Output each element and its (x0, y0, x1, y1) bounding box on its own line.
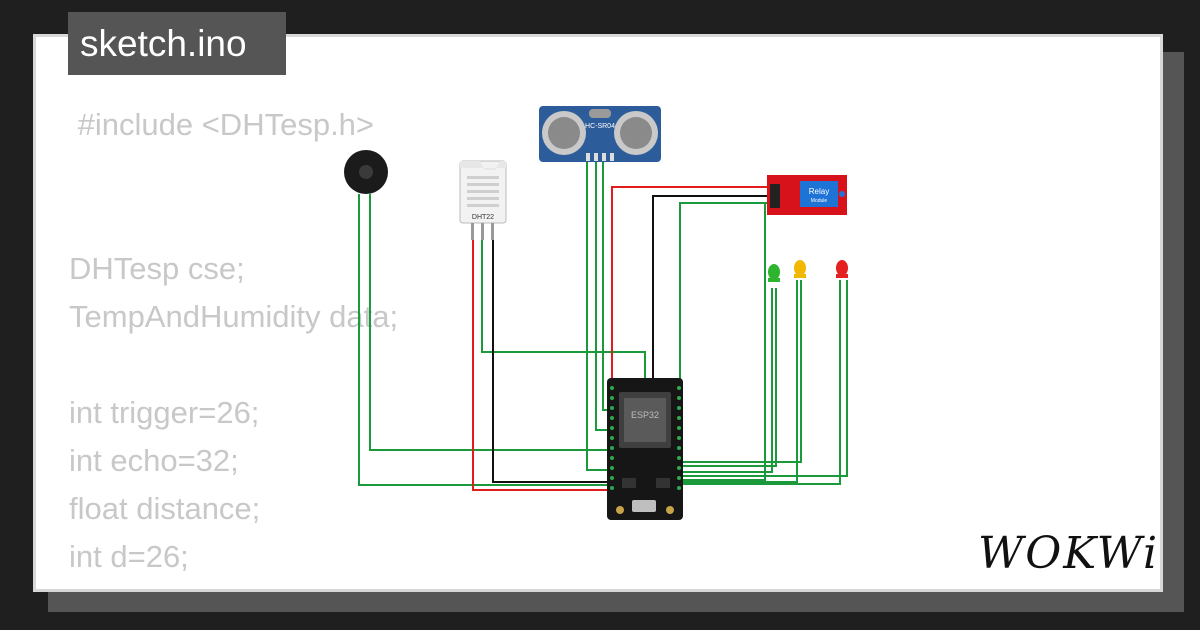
code-line-distance: float distance; (69, 491, 261, 526)
wire-led-red (680, 280, 848, 477)
wire-dht-gnd (492, 240, 612, 483)
code-line-data: TempAndHumidity data; (69, 299, 399, 334)
relay-label: Relay (809, 187, 829, 196)
code-line-d: int d=26; (69, 539, 189, 574)
led-green[interactable] (768, 264, 780, 282)
esp32-pins (610, 386, 681, 490)
buzzer[interactable] (344, 150, 388, 194)
wire-led-yellow (680, 280, 802, 463)
dht22-sensor[interactable]: DHT22 (459, 160, 507, 240)
code-line-echo: int echo=32; (69, 443, 239, 478)
esp32-board[interactable]: ESP32 (607, 378, 683, 520)
code-line-trigger: int trigger=26; (69, 395, 260, 430)
wire-esp-loop (680, 203, 766, 481)
ultrasonic-sensor[interactable]: HC-SR04 (539, 106, 661, 162)
ultrasonic-label: HC-SR04 (585, 123, 615, 130)
code-line-include: #include <DHTesp.h> (69, 107, 375, 142)
wire-us-echo (602, 160, 612, 411)
wire-led-green-2 (680, 288, 773, 473)
relay-module[interactable]: Relay Module (767, 175, 847, 215)
wire-us-vcc (586, 160, 612, 471)
wire-led-red-2 (680, 280, 841, 485)
wire-led-green (680, 288, 777, 467)
led-red[interactable] (836, 260, 848, 278)
led-yellow[interactable] (794, 260, 806, 278)
wire-relay-in (679, 202, 770, 478)
wire-dht-vcc (472, 240, 612, 491)
relay-sublabel: Module (811, 198, 828, 204)
wire-buzzer-2 (369, 194, 612, 451)
wire-us-trig (595, 160, 612, 431)
code-line-dhtesp: DHTesp cse; (69, 251, 245, 286)
file-tab[interactable]: sketch.ino (68, 12, 286, 75)
wire-led-yellow-2 (680, 280, 798, 483)
dht-label: DHT22 (472, 214, 494, 221)
wire-buzzer-1 (358, 194, 612, 486)
esp32-label: ESP32 (631, 410, 659, 420)
wokwi-logo: WOKWi (978, 528, 1160, 579)
